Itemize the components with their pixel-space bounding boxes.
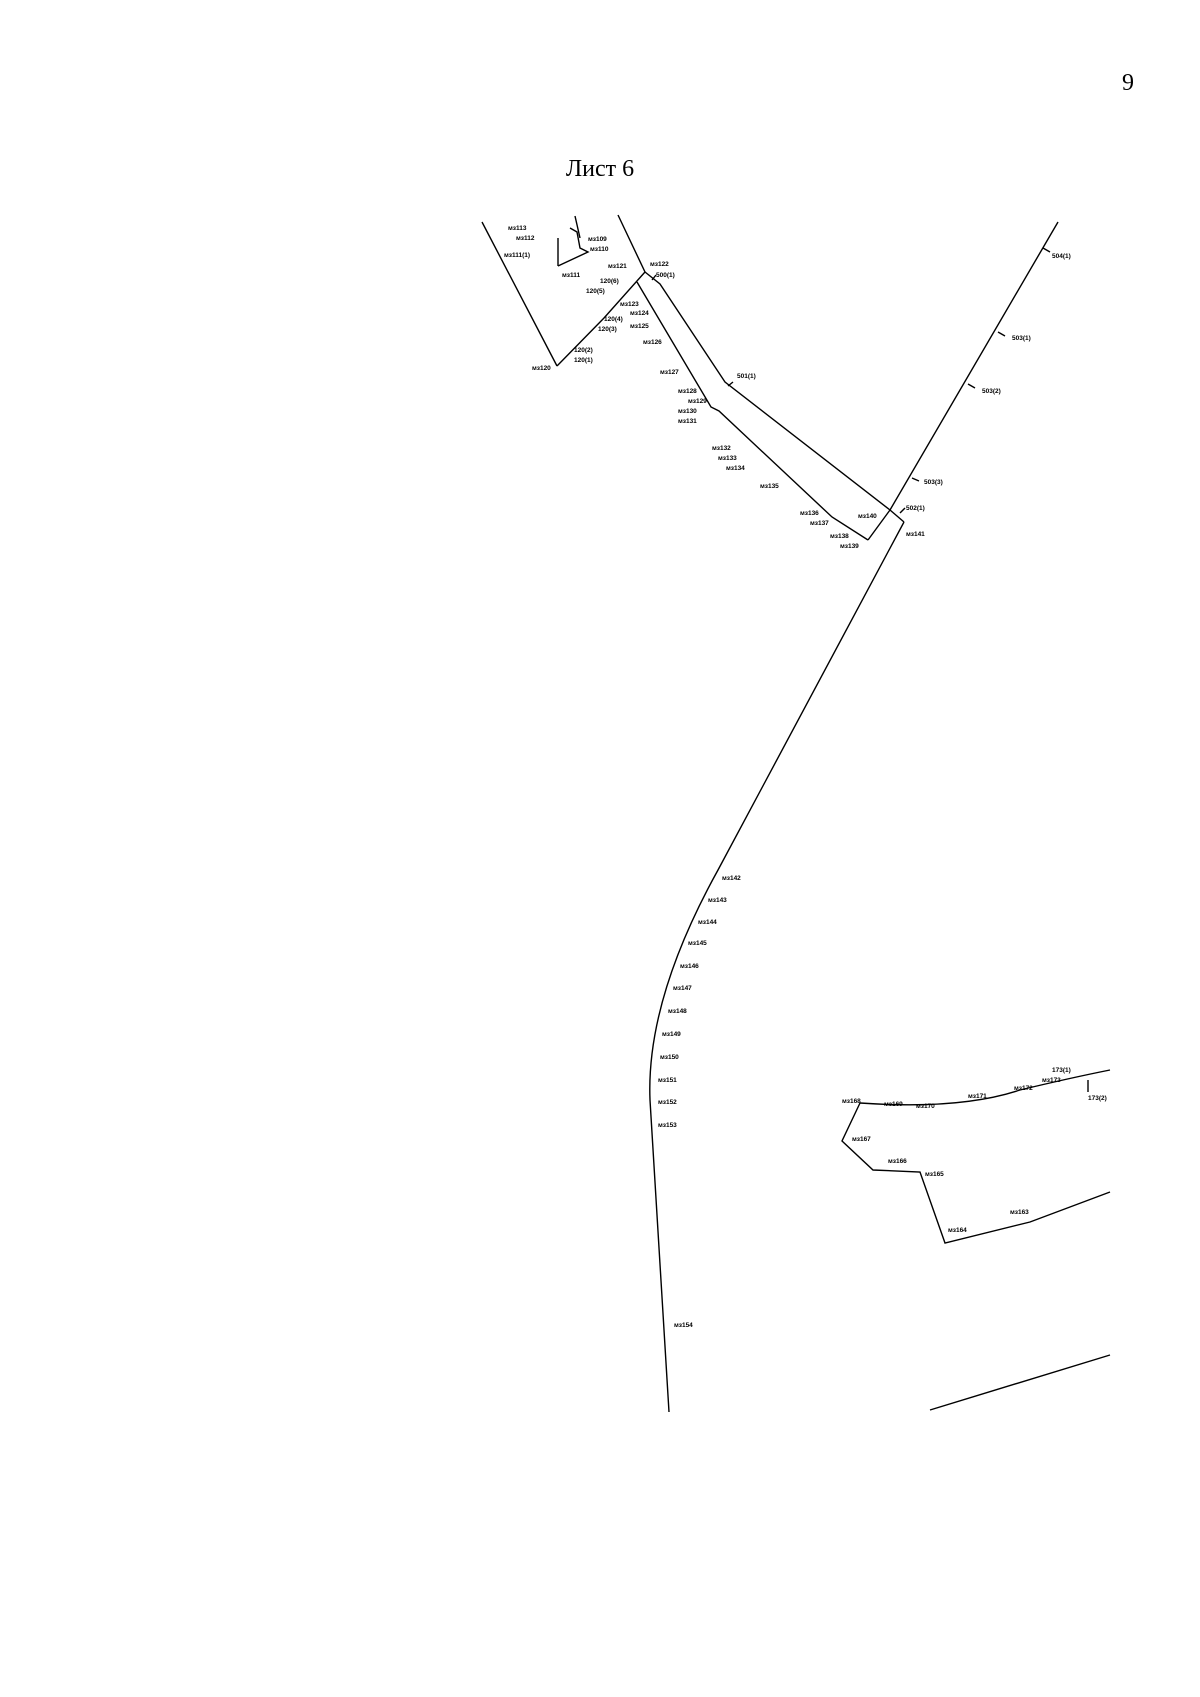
label-mz112: мз112 (516, 235, 535, 242)
label-mz146: мз146 (680, 963, 699, 970)
label-mz122: мз122 (650, 261, 669, 268)
labels-upper-left: мз113 мз112 мз111(1) мз109 мз110 мз111 м… (504, 225, 675, 372)
corridor-outer (644, 271, 891, 511)
boundary-west-outer (481, 221, 558, 367)
label-120-3: 120(3) (598, 326, 617, 333)
label-mz143: мз143 (708, 897, 727, 904)
parcel-east-upper (859, 1069, 1111, 1106)
label-mz153: мз153 (658, 1122, 677, 1129)
label-mz124: мз124 (630, 310, 649, 317)
label-173-1: 173(1) (1052, 1067, 1071, 1074)
label-501-1: 501(1) (737, 373, 756, 380)
tick-504-1 (1042, 247, 1051, 253)
tick-503-2 (967, 383, 976, 389)
label-mz137: мз137 (810, 520, 829, 527)
label-mz171: мз171 (968, 1093, 987, 1100)
label-mz163: мз163 (1010, 1209, 1029, 1216)
label-mz109: мз109 (588, 236, 607, 243)
label-173-2: 173(2) (1088, 1095, 1107, 1102)
label-mz126: мз126 (643, 339, 662, 346)
label-mz140: мз140 (858, 513, 877, 520)
label-120-5: 120(5) (586, 288, 605, 295)
label-mz150: мз150 (660, 1054, 679, 1061)
label-120-1: 120(1) (574, 357, 593, 364)
label-120-4: 120(4) (604, 316, 623, 323)
label-mz133: мз133 (718, 455, 737, 462)
corridor-inner (636, 281, 869, 541)
label-120-6: 120(6) (600, 278, 619, 285)
label-mz136: мз136 (800, 510, 819, 517)
label-mz139: мз139 (840, 543, 859, 550)
label-mz145: мз145 (688, 940, 707, 947)
label-mz123: мз123 (620, 301, 639, 308)
label-mz125: мз125 (630, 323, 649, 330)
label-mz168: мз168 (842, 1098, 861, 1105)
corridor-end (889, 509, 905, 523)
sheet-title: Лист 6 (565, 156, 635, 182)
label-mz142: мз142 (722, 875, 741, 882)
label-503-1: 503(1) (1012, 335, 1031, 342)
label-500-1: 500(1) (656, 272, 675, 279)
label-mz149: мз149 (662, 1031, 681, 1038)
label-mz154: мз154 (674, 1322, 693, 1329)
label-mz134: мз134 (726, 465, 745, 472)
labels-curve: мз142 мз143 мз144 мз145 мз146 мз147 мз14… (658, 875, 741, 1329)
label-mz169: мз169 (884, 1101, 903, 1108)
tick-503-3 (911, 477, 920, 482)
label-mz144: мз144 (698, 919, 717, 926)
label-mz170: мз170 (916, 1103, 935, 1110)
label-mz128: мз128 (678, 388, 697, 395)
label-mz141: мз141 (906, 531, 925, 538)
label-120-2: 120(2) (574, 347, 593, 354)
label-mz111-1: мз111(1) (504, 252, 530, 259)
boundary-upper-left (556, 214, 646, 367)
point-ticks (651, 247, 1089, 1092)
label-mz121: мз121 (608, 263, 627, 270)
label-mz166: мз166 (888, 1158, 907, 1165)
boundary-notch (557, 227, 590, 267)
label-mz110: мз110 (590, 246, 609, 253)
label-mz148: мз148 (668, 1008, 687, 1015)
label-mz130: мз130 (678, 408, 697, 415)
tick-502-1 (899, 507, 906, 514)
label-mz172: мз172 (1014, 1085, 1033, 1092)
labels-corridor: мз126 мз127 501(1) мз128 мз129 мз130 мз1… (643, 339, 925, 550)
label-mz131: мз131 (678, 418, 697, 425)
boundary-southeast (929, 1354, 1111, 1411)
label-504-1: 504(1) (1052, 253, 1071, 260)
label-mz135: мз135 (760, 483, 779, 490)
label-mz120: мз120 (532, 365, 551, 372)
label-mz129: мз129 (688, 398, 707, 405)
tick-503-1 (997, 331, 1006, 337)
label-mz138: мз138 (830, 533, 849, 540)
corridor-junction (867, 509, 891, 541)
tick-500-1 (651, 274, 657, 281)
label-mz173: мз173 (1042, 1077, 1061, 1084)
label-mz147: мз147 (673, 985, 692, 992)
label-mz167: мз167 (852, 1136, 871, 1143)
labels-northeast: 504(1) 503(1) 503(2) 503(3) (924, 253, 1071, 486)
label-502-1: 502(1) (906, 505, 925, 512)
parcel-east-outline (841, 1102, 1111, 1244)
tick-501-1 (727, 381, 734, 387)
label-503-3: 503(3) (924, 479, 943, 486)
page-number: 9 (1122, 70, 1134, 96)
label-mz165: мз165 (925, 1171, 944, 1178)
boundary-west-stub (574, 215, 581, 239)
label-mz151: мз151 (658, 1077, 677, 1084)
boundary-lines (481, 214, 1111, 1413)
label-mz132: мз132 (712, 445, 731, 452)
boundary-northeast (889, 221, 1059, 511)
label-503-2: 503(2) (982, 388, 1001, 395)
boundary-main-curve (649, 521, 905, 1413)
label-mz152: мз152 (658, 1099, 677, 1106)
label-mz127: мз127 (660, 369, 679, 376)
label-mz113: мз113 (508, 225, 527, 232)
label-mz164: мз164 (948, 1227, 967, 1234)
labels-east-parcel: мз168 мз169 мз170 мз171 мз172 мз173 173(… (842, 1067, 1107, 1234)
label-mz111: мз111 (562, 272, 580, 279)
